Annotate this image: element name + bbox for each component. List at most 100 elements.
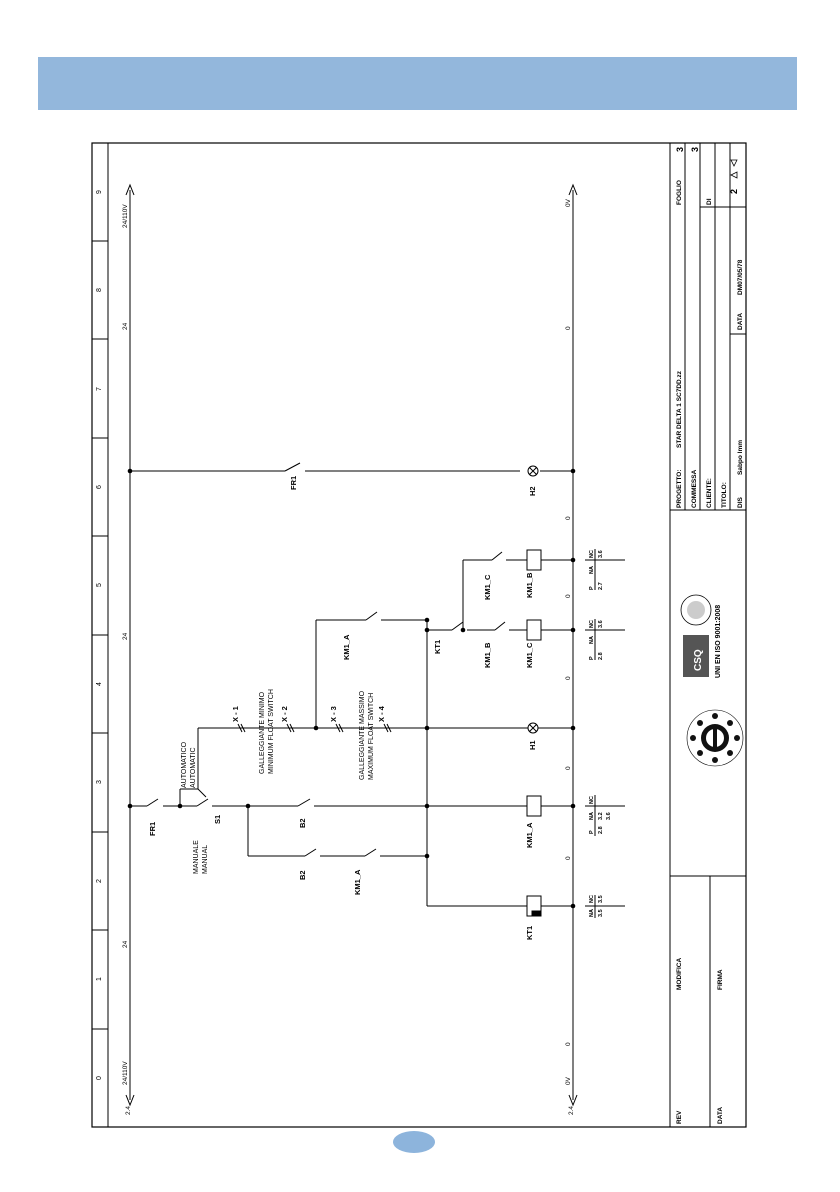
- x3-label: X - 3: [329, 706, 338, 722]
- certification-logo: [686, 709, 744, 767]
- km1a-coil: [526, 795, 542, 817]
- progetto-value: STAR DELTA 1 SC7DD.zz: [676, 370, 683, 448]
- dis-label: DIS: [737, 497, 744, 509]
- header-band: [38, 57, 797, 110]
- iqnet-logo: [680, 594, 712, 626]
- titolo-label: TITOLO:: [721, 482, 728, 508]
- km1a-coil-label: KM1_A: [525, 822, 534, 848]
- column-label: 0: [96, 1076, 103, 1080]
- km1c-coil: [526, 619, 542, 641]
- contact-table-header: NC: [589, 796, 595, 804]
- column-label: 6: [96, 485, 103, 489]
- commessa-label: COMMESSA: [691, 469, 698, 508]
- data-label: DATA: [737, 313, 744, 330]
- sheet-border: [91, 142, 747, 1128]
- column-label: 5: [96, 583, 103, 587]
- di-value: 3: [690, 147, 700, 152]
- km1a-contact-label: KM1_A: [342, 634, 351, 660]
- column-label: 8: [96, 288, 103, 292]
- contact-table-header: NA: [589, 812, 595, 820]
- fr1b-label: FR1: [289, 476, 298, 490]
- column-label: 2: [96, 879, 103, 883]
- auto-en-label: AUTOMATIC: [190, 747, 197, 788]
- fr1-label: FR1: [148, 822, 157, 836]
- s1-label: S1: [213, 815, 222, 824]
- supply-label: 24/110V: [122, 1061, 129, 1085]
- wire-label: 24: [122, 632, 129, 640]
- b2b-label: B2: [298, 870, 307, 880]
- contact-table-value: 3.5: [598, 895, 604, 903]
- data2-label: DATA: [717, 1107, 724, 1124]
- prev-sheet-icon: [730, 171, 738, 179]
- contact-table-header: P: [589, 656, 595, 660]
- float-min-en-label: MINIMUM FLOAT SWITCH: [268, 689, 275, 774]
- contact-table-header: P: [589, 830, 595, 834]
- supply-label: 24/110V: [122, 204, 129, 228]
- column-label: 3: [96, 780, 103, 784]
- foglio-label: FOGLIO: [676, 180, 683, 205]
- title-block: [670, 143, 746, 1127]
- manual-en-label: MANUAL: [202, 845, 209, 874]
- manual-it-label: MANUALE: [193, 840, 200, 874]
- auto-it-label: AUTOMATICO: [181, 741, 188, 788]
- km1b-coil-label: KM1_B: [525, 572, 534, 598]
- modifica-label: MODIFICA: [676, 958, 683, 990]
- firma-label: FIRMA: [717, 969, 724, 990]
- wire-label: 0: [565, 856, 572, 860]
- column-label: 1: [96, 977, 103, 981]
- km1b-contact-label: KM1_B: [483, 642, 492, 668]
- float-min-it-label: GALLEGGIANTE MINIMO: [259, 691, 266, 774]
- b2a-label: B2: [298, 818, 307, 828]
- contact-table-value: 3.2: [598, 812, 604, 820]
- wire-label: 0: [565, 516, 572, 520]
- wire-label: 0: [565, 326, 572, 330]
- h1-label: H1: [528, 740, 537, 750]
- contact-table-header: NA: [589, 909, 595, 917]
- wire-label: 0: [565, 1042, 572, 1046]
- contact-table-value: 3.6: [606, 812, 612, 820]
- column-label: 9: [96, 190, 103, 194]
- wire-label: 24: [122, 940, 129, 948]
- column-label: 7: [96, 387, 103, 391]
- contact-table-value: 2.8: [598, 652, 604, 660]
- contact-table-value: 2.8: [598, 826, 604, 834]
- contact-table-header: NC: [589, 620, 595, 628]
- rev-label: REV: [676, 1110, 683, 1124]
- km1c-coil-label: KM1_C: [525, 642, 534, 668]
- terminal-label: 2.4: [125, 1106, 132, 1115]
- contact-table-value: 2.7: [598, 582, 604, 590]
- next-sheet-icon: [730, 159, 738, 167]
- wire-label: 0: [565, 766, 572, 770]
- dis-value: Sabpo lmm: [737, 440, 744, 475]
- wire-label: 0: [565, 594, 572, 598]
- csq-logo: CSQ: [683, 635, 709, 677]
- iso-text: UNI EN ISO 9001:2008: [715, 605, 722, 678]
- contact-table-value: 3.6: [598, 550, 604, 558]
- terminal-label: 2.4: [568, 1106, 575, 1115]
- sheet-number: 2: [729, 189, 739, 194]
- contact-table-value: 3.6: [598, 620, 604, 628]
- data-value: DM07/05/78: [737, 259, 744, 295]
- di-label: DI: [706, 198, 713, 205]
- contact-table-header: NC: [589, 550, 595, 558]
- km1c-contact-label: KM1_C: [483, 574, 492, 600]
- contact-table-header: NC: [589, 895, 595, 903]
- supply-label: 0V: [565, 198, 572, 207]
- column-label: 4: [96, 682, 103, 686]
- cliente-label: CLIENTE:: [706, 478, 713, 508]
- float-max-it-label: GALLEGGIANTE MASSIMO: [359, 690, 366, 780]
- contact-table-header: NA: [589, 566, 595, 574]
- column-ruler: [92, 240, 108, 1030]
- contact-table-header: NA: [589, 636, 595, 644]
- kt1-contact-label: KT1: [433, 640, 442, 654]
- wire-label: 0: [565, 676, 572, 680]
- contact-table-header: P: [589, 586, 595, 590]
- km1b-coil: [526, 549, 542, 571]
- csq-logo-text: CSQ: [693, 649, 704, 671]
- page-number-badge: [393, 1131, 435, 1153]
- wire-label: 24: [122, 322, 129, 330]
- km1a-contact2-label: KM1_A: [353, 869, 362, 895]
- supply-label: 0V: [565, 1076, 572, 1085]
- x2-label: X - 2: [280, 706, 289, 722]
